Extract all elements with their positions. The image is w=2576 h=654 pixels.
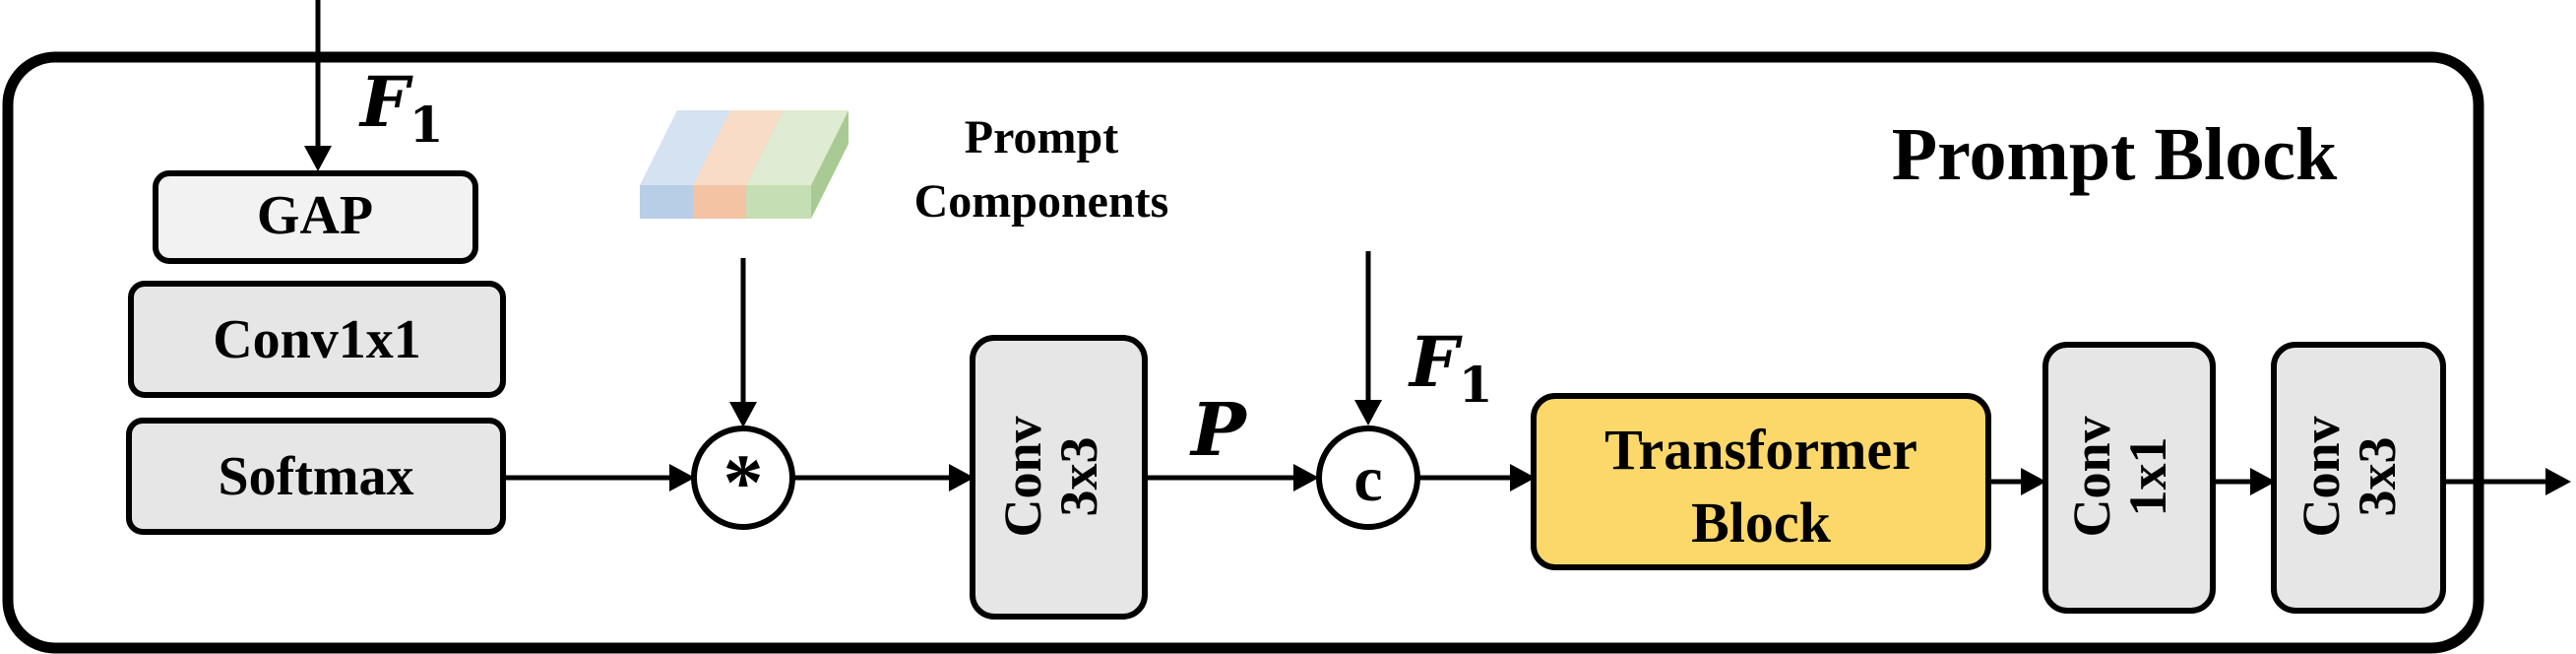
f1-feature-label: F1 [1408, 321, 1493, 414]
conv1x1-b-label-line2: 1x1 [2118, 437, 2177, 517]
transformer-block-label-line1: Transformer [1604, 418, 1917, 482]
multiply-to-conv-head [949, 464, 974, 491]
f1-arrow-head [1354, 400, 1382, 425]
conv1x1-label: Conv1x1 [213, 309, 421, 370]
prompt-component-1-front [640, 185, 693, 219]
softmax-label: Softmax [218, 446, 413, 507]
prompt-component-2-top [693, 110, 784, 185]
conv3x3-a-label-line2: 3x3 [1049, 437, 1108, 517]
concat-symbol: c [1353, 443, 1382, 515]
conv3x3-b-label-line1: Conv [2292, 416, 2351, 537]
conv-to-concat-head [1293, 464, 1319, 491]
gap-label: GAP [257, 185, 373, 246]
input-arrow-head [304, 146, 332, 171]
block-title: Prompt Block [1892, 113, 2338, 196]
prompt-components-label-line2: Components [914, 175, 1169, 228]
p-label: P [1189, 388, 1248, 473]
conv1x1-b-box [2042, 342, 2216, 614]
conv1x1-to-conv3x3-head [2250, 468, 2276, 495]
output-arrow-head [2545, 468, 2571, 495]
transformer-block-label-line2: Block [1691, 490, 1832, 555]
prompt-components-graphic [640, 110, 848, 219]
input-feature-label: F1 [358, 61, 444, 154]
conv3x3-b-box [2271, 342, 2446, 614]
prompt-block-container [2, 51, 2484, 654]
multiply-symbol: * [723, 437, 764, 527]
prompt-component-2-front [693, 185, 746, 219]
conv3x3-b-label-line2: 3x3 [2348, 437, 2407, 517]
conv1x1-box [128, 281, 506, 398]
prompt-component-3-front [746, 185, 811, 219]
gap-box [153, 170, 478, 264]
prompt-to-multiply-head [729, 402, 757, 427]
softmax-to-multiply-head [669, 464, 695, 491]
transformer-to-conv1x1-head [2021, 468, 2046, 495]
concat-to-transformer-head [1510, 464, 1536, 491]
prompt-components-label-line1: Prompt [965, 111, 1118, 164]
conv1x1-b-label-line1: Conv [2062, 416, 2121, 537]
prompt-component-1-top [640, 110, 730, 185]
conv3x3-a-label-line1: Conv [993, 416, 1052, 537]
prompt-component-3-top [746, 110, 848, 185]
prompt-component-3-side [811, 110, 848, 219]
